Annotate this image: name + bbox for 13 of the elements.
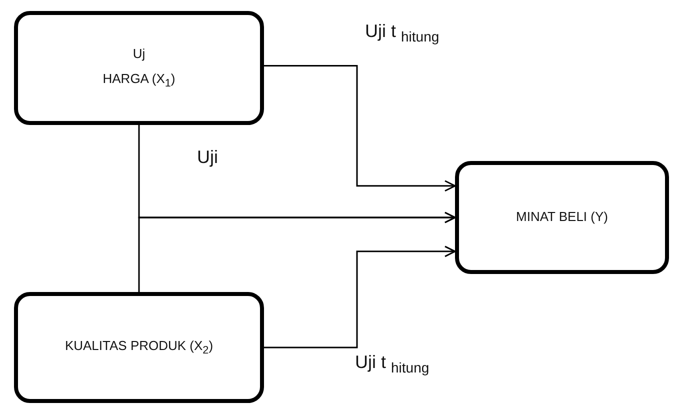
edge-label: Uji t $_{hitung}$	[355, 353, 430, 375]
arrow	[264, 246, 456, 348]
box-text: KUALITAS PRODUK (X$_{2}$)	[64, 336, 214, 359]
process-box	[455, 161, 669, 274]
box-text: HARGA (X$_{1}$)	[102, 70, 176, 92]
edge-label: Uji t $_{hitung}$	[365, 22, 440, 44]
arrow	[138, 212, 456, 292]
arrow	[264, 64, 456, 192]
process-box	[14, 11, 264, 125]
text-label: Uji	[197, 148, 218, 166]
process-box	[14, 292, 264, 403]
box-text: MINAT BELI (Y)	[516, 208, 608, 226]
box-text: Uj	[132, 45, 146, 64]
